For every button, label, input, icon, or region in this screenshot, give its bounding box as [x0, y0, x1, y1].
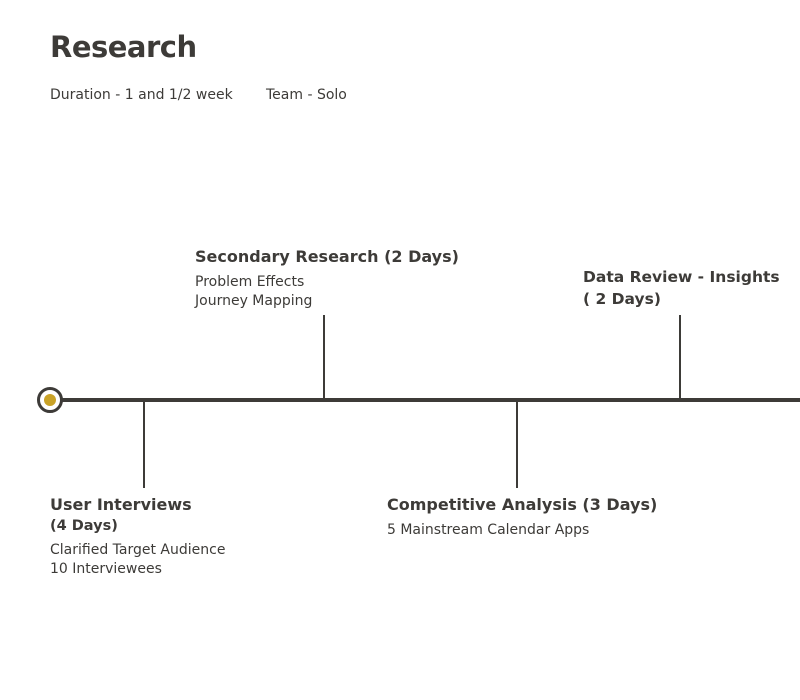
connector-secondary-research: [323, 315, 325, 400]
duration-label: Duration - 1 and 1/2 week: [50, 87, 233, 103]
milestone-detail: 10 Interviewees: [50, 561, 162, 577]
milestone-detail: Clarified Target Audience: [50, 542, 226, 558]
milestone-data-review: Data Review - Insights ( 2 Days): [583, 266, 780, 310]
milestone-detail: Journey Mapping: [195, 293, 313, 309]
milestone-duration: ( 2 Days): [583, 290, 661, 308]
milestone-title: User Interviews: [50, 495, 192, 514]
connector-data-review: [679, 315, 681, 400]
page-title: Research: [50, 30, 197, 64]
timeline-start-node: [37, 387, 63, 413]
milestone-secondary-research: Secondary Research (2 Days) Problem Effe…: [195, 246, 459, 311]
milestone-detail: Problem Effects: [195, 274, 305, 290]
timeline-line: [50, 398, 800, 402]
milestone-title: Data Review - Insights: [583, 268, 780, 286]
milestone-competitive-analysis: Competitive Analysis (3 Days) 5 Mainstre…: [387, 494, 657, 540]
timeline-start-dot: [44, 394, 56, 406]
connector-competitive-analysis: [516, 400, 518, 488]
milestone-user-interviews: User Interviews (4 Days) Clarified Targe…: [50, 494, 225, 579]
milestone-title: Secondary Research (2 Days): [195, 247, 459, 266]
milestone-detail: 5 Mainstream Calendar Apps: [387, 522, 590, 538]
milestone-title: Competitive Analysis (3 Days): [387, 495, 658, 514]
milestone-duration: (4 Days): [50, 518, 118, 534]
team-label: Team - Solo: [266, 87, 347, 103]
connector-user-interviews: [143, 400, 145, 488]
